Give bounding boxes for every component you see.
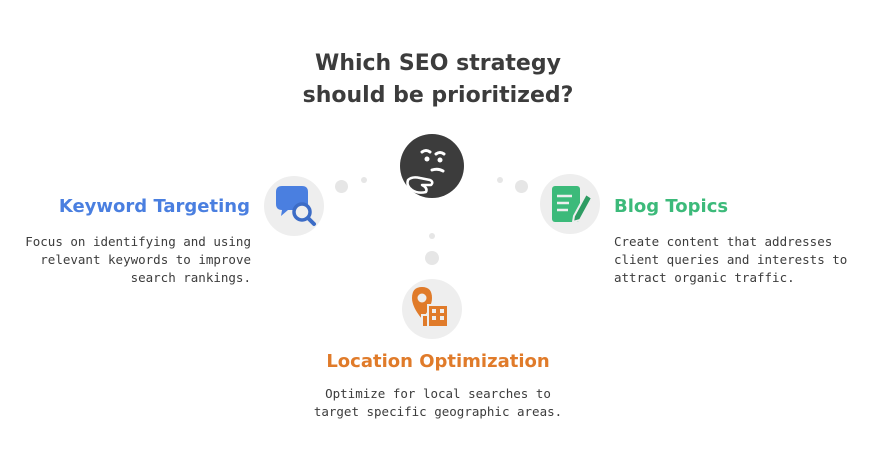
location-desc-line: Optimize for local searches to <box>325 386 551 401</box>
connector-dot <box>335 180 348 193</box>
keyword-desc-line: Focus on identifying and using <box>25 234 251 249</box>
connector-dot <box>361 177 367 183</box>
title-line-1: Which SEO strategy <box>315 51 561 76</box>
blog-desc-line: Create content that addresses <box>614 234 833 249</box>
blog-topics-description: Create content that addresses client que… <box>614 233 854 287</box>
diagram-title: Which SEO strategy should be prioritized… <box>238 48 638 112</box>
location-building-icon <box>402 279 462 339</box>
blog-desc-line: client queries and interests to <box>614 252 848 267</box>
keyword-targeting-description: Focus on identifying and using relevant … <box>20 233 251 287</box>
thinking-face-icon <box>400 134 464 198</box>
connector-dot <box>515 180 528 193</box>
document-edit-icon <box>540 174 600 234</box>
keyword-desc-line: relevant keywords to improve <box>40 252 251 267</box>
location-optimization-description: Optimize for local searches to target sp… <box>238 385 638 421</box>
search-chat-icon <box>264 176 324 236</box>
location-optimization-heading: Location Optimization <box>326 351 550 372</box>
blog-desc-line: attract organic traffic. <box>614 270 795 285</box>
blog-topics-heading: Blog Topics <box>614 196 729 217</box>
connector-dot <box>425 251 439 265</box>
title-line-2: should be prioritized? <box>302 83 574 108</box>
keyword-targeting-heading: Keyword Targeting <box>58 196 250 217</box>
location-desc-line: target specific geographic areas. <box>313 404 563 419</box>
connector-dot <box>497 177 503 183</box>
keyword-desc-line: search rankings. <box>130 270 251 285</box>
connector-dot <box>429 233 435 239</box>
